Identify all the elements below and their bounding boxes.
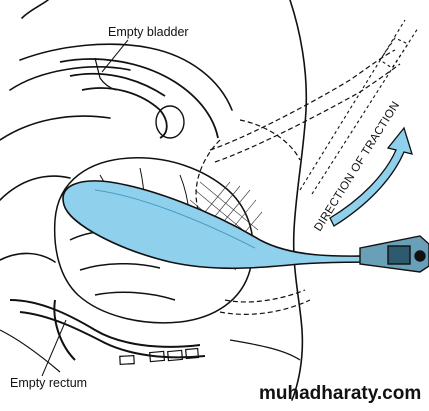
forceps-blade — [62, 180, 396, 270]
traction-arrow — [329, 126, 413, 227]
rectum — [9, 299, 206, 361]
upper-handle-outline — [299, 19, 419, 195]
sacrum — [0, 329, 301, 373]
rectum-label: Empty rectum — [10, 376, 87, 390]
bladder-leader — [101, 39, 129, 73]
bladder — [59, 57, 219, 139]
pelvis-outline — [0, 0, 308, 401]
forceps-handle — [359, 235, 429, 273]
bladder-label: Empty bladder — [108, 25, 189, 39]
watermark: muhadharaty.com — [259, 383, 421, 404]
rectum-leader — [41, 319, 67, 377]
